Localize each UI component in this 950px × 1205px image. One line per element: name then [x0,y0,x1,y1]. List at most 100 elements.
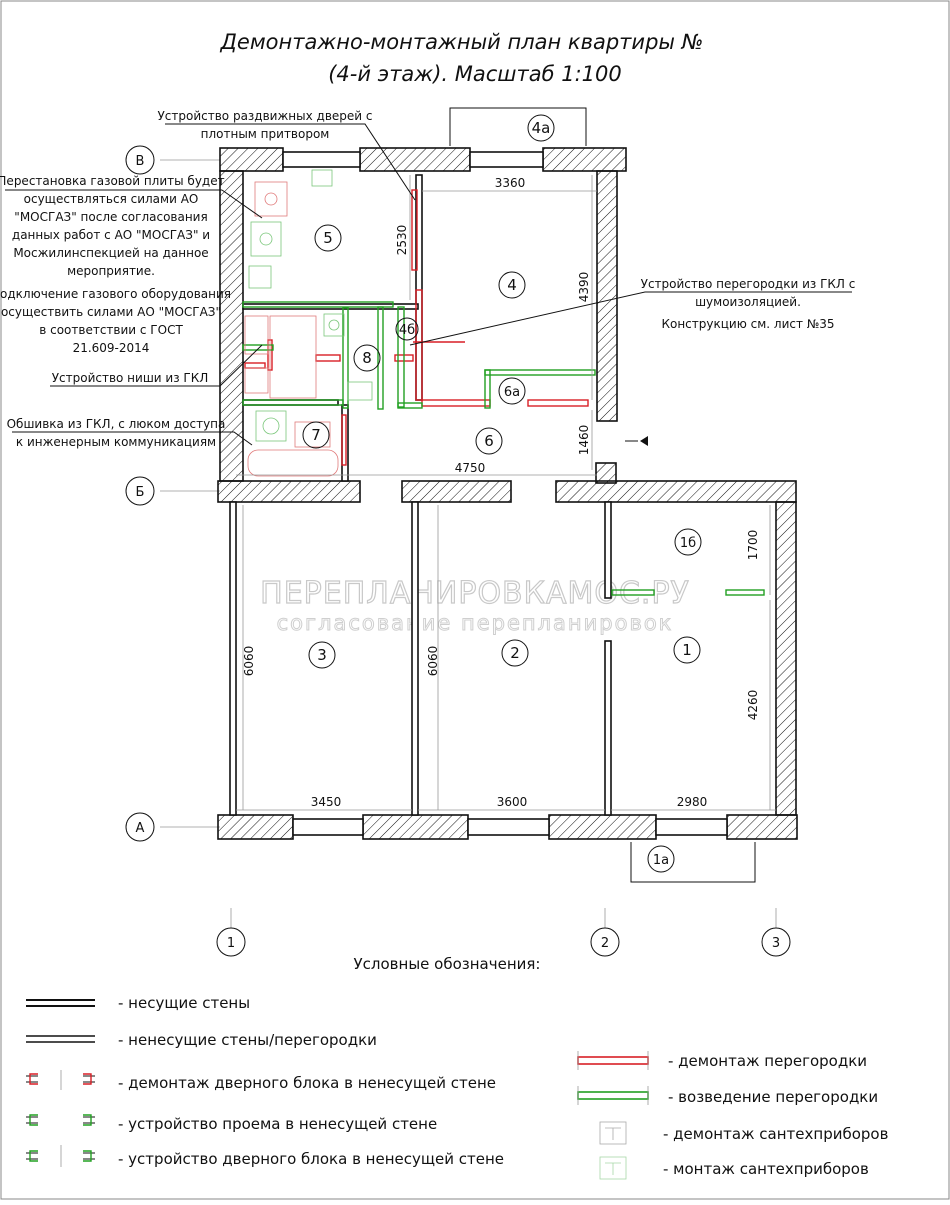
axis-row-markers: В Б А [125,145,155,842]
sanitary-fixtures [244,169,373,477]
note-gas-line10: 21.609-2014 [73,341,150,355]
dim-3450: 3450 [311,795,342,809]
demolition-partitions [244,189,589,466]
note-gas-line7: Подключение газового оборудования [0,287,231,301]
room-label-4a: 4а [532,119,551,137]
legend-label-load-bearing: - несущие стены [118,994,250,1012]
axis-label-1: 1 [227,936,235,951]
note-gas-stove: Перестановка газовой плиты будет осущест… [0,174,263,355]
dim-6060-room2: 6060 [426,646,440,677]
legend-label-new-door: - устройство дверного блока в ненесущей … [118,1150,504,1168]
watermark-site: ПЕРЕПЛАНИРОВКАМОС.РУ [260,576,690,611]
note-sliding-doors: Устройство раздвижных дверей с плотным п… [157,109,416,201]
note-partition-line3: Конструкцию см. лист №35 [661,317,834,331]
section-arrow-icon [640,436,648,446]
dim-2530: 2530 [395,225,409,256]
plan-title-line1: Демонтажно-монтажный план квартиры № [220,30,704,54]
axis-marker-1 [216,927,246,957]
legend-title: Условные обозначения: [354,955,541,973]
room-label-1a: 1а [653,853,669,868]
axis-label-3: 3 [772,936,780,951]
legend-label-fixture-construction: - монтаж сантехприборов [663,1160,869,1178]
note-gas-line1: Перестановка газовой плиты будет [0,174,225,188]
legend-label-new-opening: - устройство проема в ненесущей стене [118,1115,437,1133]
legend-symbol-load-bearing [26,999,95,1007]
note-sliding-doors-line1: Устройство раздвижных дверей с [157,109,372,123]
axis-grid [160,159,777,928]
axis-marker-v [125,145,155,175]
dim-2980: 2980 [677,795,708,809]
room-label-1b: 1б [680,536,696,551]
dim-4260: 4260 [746,690,760,721]
balcony-4a [449,107,587,146]
note-gas-line5: Мосжилинспекцией на данное [13,246,208,260]
room-label-2: 2 [510,644,520,662]
axis-marker-2 [590,927,620,957]
room-label-4b: 4б [399,323,415,338]
dim-4750: 4750 [455,461,486,475]
dim-1460: 1460 [577,425,591,456]
room-label-8: 8 [362,349,372,367]
note-lining: Обшивка из ГКЛ, с люком доступа к инжене… [7,417,253,449]
legend-label-fixture-demolition: - демонтаж сантехприборов [663,1125,888,1143]
room-label-7: 7 [311,426,321,444]
room-label-4: 4 [507,276,517,294]
room-label-1: 1 [682,641,692,659]
note-niche-text: Устройство ниши из ГКЛ [52,371,209,385]
axis-marker-a [125,812,155,842]
legend-symbol-fixture-construction [599,1156,627,1180]
legend-symbol-fixture-demolition [599,1121,627,1145]
axis-marker-3 [761,927,791,957]
dim-3600: 3600 [497,795,528,809]
note-gas-line6: мероприятие. [67,264,155,278]
dimension-values: 3360 2530 4390 1460 4750 1700 6060 6060 … [242,176,760,809]
new-partitions [242,301,765,596]
legend-symbol-partition-demolition [577,1051,649,1070]
watermark-tagline: согласование перепланировок [277,611,674,635]
dim-6060-room3: 6060 [242,646,256,677]
legend-symbol-new-opening [26,1114,95,1126]
note-sliding-doors-line2: плотным притвором [201,127,330,141]
note-partition-line1: Устройство перегородки из ГКЛ с [641,277,856,291]
legend-label-partition: - ненесущие стены/перегородки [118,1031,377,1049]
axis-label-2: 2 [601,936,609,951]
room-label-6a: 6а [504,385,520,400]
legend-label-partition-demolition: - демонтаж перегородки [668,1052,867,1070]
axis-label-b: Б [136,485,145,500]
dim-4390: 4390 [577,272,591,303]
axis-label-v: В [136,154,145,169]
legend-label-partition-construction: - возведение перегородки [668,1088,878,1106]
room-label-5: 5 [323,229,333,247]
room-label-6: 6 [484,432,494,450]
balcony-1a [630,842,756,883]
note-partition: Устройство перегородки из ГКЛ с шумоизол… [409,277,856,346]
legend-symbol-partition-construction [577,1086,649,1105]
legend-symbol-new-door [26,1145,95,1167]
dimension-lines [236,175,776,811]
room-label-3: 3 [317,646,327,664]
axis-marker-b [125,476,155,506]
legend-symbol-partition [26,1035,95,1043]
note-gas-line3: "МОСГАЗ" после согласования [14,210,207,224]
legend-label-door-demolition: - демонтаж дверного блока в ненесущей ст… [118,1074,496,1092]
dim-1700: 1700 [746,530,760,561]
plan-title-line2: (4-й этаж). Масштаб 1:100 [328,62,622,86]
note-partition-line2: шумоизоляцией. [695,295,801,309]
note-gas-line4: данных работ с АО "МОСГАЗ" и [12,228,210,242]
load-bearing-walls [217,147,798,840]
room-labels: 5 4 4а 4б 8 6а 6 7 3 2 1 1б 1а [302,114,702,873]
legend: Условные обозначения: - несущие стены - … [26,955,888,1180]
axis-label-a: А [136,821,145,836]
axis-col-markers: 1 2 3 [216,927,791,957]
note-gas-line8: осуществить силами АО "МОСГАЗ" [1,305,221,319]
note-niche: Устройство ниши из ГКЛ [50,344,263,387]
note-gas-line2: осуществляться силами АО [24,192,199,206]
note-lining-line1: Обшивка из ГКЛ, с люком доступа [7,417,226,431]
note-gas-line9: в соответствии с ГОСТ [39,323,183,337]
note-lining-line2: к инженерным коммуникациям [16,435,216,449]
legend-symbol-door-demolition [26,1070,95,1090]
dim-3360: 3360 [495,176,526,190]
